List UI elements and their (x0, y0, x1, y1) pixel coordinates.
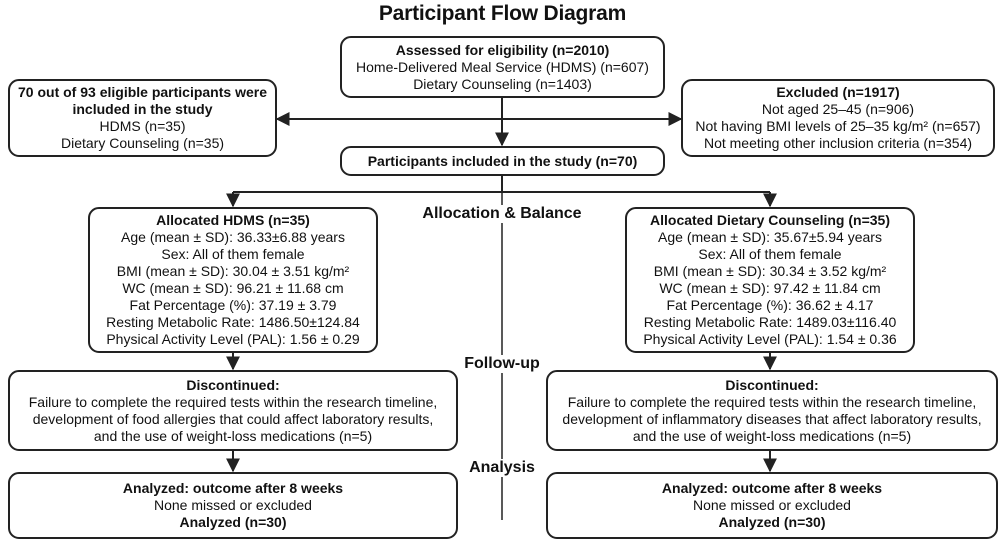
excluded-line-3: Not meeting other inclusion criteria (n=… (703, 135, 973, 151)
included-box: Participants included in the study (n=70… (340, 146, 665, 176)
alloc-hdms-line: Physical Activity Level (PAL): 1.56 ± 0.… (106, 331, 360, 347)
alloc-dc-line: WC (mean ± SD): 97.42 ± 11.84 cm (659, 280, 881, 296)
alloc-dc-line: Physical Activity Level (PAL): 1.54 ± 0.… (643, 331, 897, 347)
alloc-hdms-line: Sex: All of them female (161, 246, 305, 262)
alloc-hdms-box: Allocated HDMS (n=35) Age (mean ± SD): 3… (88, 207, 378, 353)
disc-dc-box: Discontinued: Failure to complete the re… (546, 370, 998, 451)
excluded-line-2: Not having BMI levels of 25–35 kg/m² (n=… (695, 118, 981, 134)
included-heading: Participants included in the study (n=70… (367, 152, 638, 169)
analyzed-hdms-box: Analyzed: outcome after 8 weeks None mis… (8, 472, 458, 539)
alloc-dc-line: Resting Metabolic Rate: 1489.03±116.40 (643, 314, 897, 330)
excluded-box: Excluded (n=1917) Not aged 25–45 (n=906)… (681, 79, 995, 157)
assessed-heading: Assessed for eligibility (n=2010) (395, 41, 610, 58)
included-left-heading-1: 70 out of 93 eligible participants were (18, 84, 267, 100)
disc-hdms-line: development of food allergies that could… (32, 410, 434, 427)
alloc-dc-heading: Allocated Dietary Counseling (n=35) (650, 212, 890, 228)
alloc-hdms-line: WC (mean ± SD): 96.21 ± 11.68 cm (122, 280, 344, 296)
alloc-dc-line: Age (mean ± SD): 35.67±5.94 years (658, 229, 882, 245)
stage-analysis: Analysis (458, 459, 546, 477)
disc-dc-heading: Discontinued: (725, 376, 819, 393)
stage-followup: Follow-up (452, 355, 552, 373)
analyzed-dc-line-2: Analyzed (n=30) (718, 514, 826, 530)
included-left-heading-2: included in the study (72, 101, 213, 117)
disc-hdms-heading: Discontinued: (186, 376, 280, 393)
disc-dc-line: Failure to complete the required tests w… (567, 393, 977, 410)
disc-dc-line: and the use of weight-loss medications (… (632, 427, 912, 444)
analyzed-hdms-line-2: Analyzed (n=30) (179, 514, 287, 530)
alloc-hdms-heading: Allocated HDMS (n=35) (156, 212, 310, 228)
alloc-dc-box: Allocated Dietary Counseling (n=35) Age … (625, 207, 915, 353)
included-left-line-2: Dietary Counseling (n=35) (60, 135, 225, 151)
assessed-line-2: Dietary Counseling (n=1403) (413, 75, 592, 92)
analyzed-hdms-heading: Analyzed: outcome after 8 weeks (122, 480, 344, 496)
excluded-heading: Excluded (n=1917) (776, 84, 900, 100)
included-left-box: 70 out of 93 eligible participants were … (8, 79, 277, 157)
analyzed-hdms-line-1: None missed or excluded (154, 497, 312, 513)
alloc-hdms-line: Fat Percentage (%): 37.19 ± 3.79 (129, 297, 337, 313)
assessed-box: Assessed for eligibility (n=2010) Home-D… (340, 36, 665, 98)
included-left-line-1: HDMS (n=35) (99, 118, 186, 134)
analyzed-dc-heading: Analyzed: outcome after 8 weeks (661, 480, 883, 496)
disc-hdms-line: and the use of weight-loss medications (… (93, 427, 373, 444)
alloc-dc-line: Sex: All of them female (698, 246, 842, 262)
analyzed-dc-box: Analyzed: outcome after 8 weeks None mis… (546, 472, 998, 539)
analyzed-dc-line-1: None missed or excluded (693, 497, 851, 513)
disc-dc-line: development of inflammatory diseases tha… (562, 410, 982, 427)
excluded-line-1: Not aged 25–45 (n=906) (761, 101, 915, 117)
alloc-hdms-line: Age (mean ± SD): 36.33±6.88 years (121, 229, 345, 245)
assessed-line-1: Home-Delivered Meal Service (HDMS) (n=60… (356, 58, 649, 75)
alloc-hdms-line: BMI (mean ± SD): 30.04 ± 3.51 kg/m² (116, 263, 350, 279)
alloc-dc-line: BMI (mean ± SD): 30.34 ± 3.52 kg/m² (653, 263, 887, 279)
disc-hdms-line: Failure to complete the required tests w… (28, 393, 438, 410)
alloc-hdms-line: Resting Metabolic Rate: 1486.50±124.84 (106, 314, 360, 330)
disc-hdms-box: Discontinued: Failure to complete the re… (8, 370, 458, 451)
alloc-dc-line: Fat Percentage (%): 36.62 ± 4.17 (666, 297, 874, 313)
diagram-title: Participant Flow Diagram (378, 2, 627, 25)
stage-allocation: Allocation & Balance (412, 205, 592, 223)
